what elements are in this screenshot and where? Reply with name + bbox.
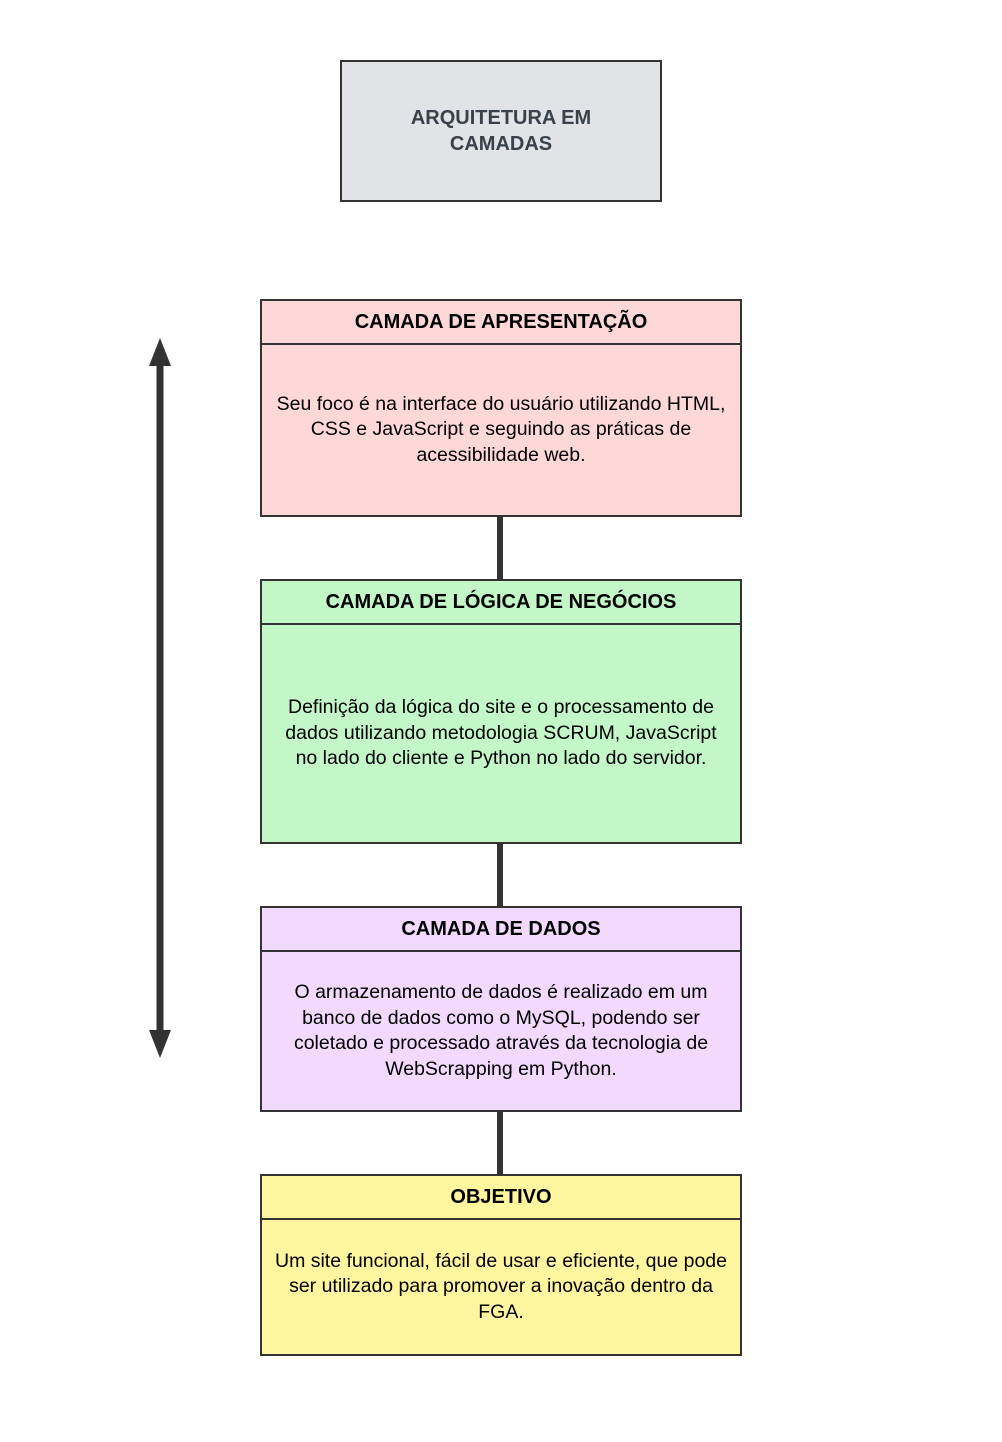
layer-business-logic-header: CAMADA DE LÓGICA DE NEGÓCIOS — [262, 581, 740, 625]
double-arrow-icon — [149, 338, 171, 1058]
diagram-title-box: ARQUITETURA EM CAMADAS — [340, 60, 662, 202]
layer-objective-header: OBJETIVO — [262, 1176, 740, 1220]
layer-presentation-body: Seu foco é na interface do usuário utili… — [276, 392, 726, 466]
layer-objective-body: Um site funcional, fácil de usar e efici… — [274, 1249, 727, 1323]
diagram-title: ARQUITETURA EM CAMADAS — [410, 107, 592, 155]
layer-business-logic-body: Definição da lógica do site e o processa… — [285, 696, 717, 770]
layer-data-header: CAMADA DE DADOS — [262, 908, 740, 952]
layer-objective: OBJETIVO Um site funcional, fácil de usa… — [260, 1174, 742, 1356]
connector-presentation-to-logic — [497, 515, 503, 579]
layer-business-logic: CAMADA DE LÓGICA DE NEGÓCIOS Definição d… — [260, 579, 742, 844]
layer-presentation-header: CAMADA DE APRESENTAÇÃO — [262, 301, 740, 345]
layer-presentation: CAMADA DE APRESENTAÇÃO Seu foco é na int… — [260, 299, 742, 517]
connector-data-to-objective — [497, 1110, 503, 1174]
connector-logic-to-data — [497, 842, 503, 906]
layer-data-body: O armazenamento de dados é realizado em … — [293, 981, 709, 1080]
layer-data: CAMADA DE DADOS O armazenamento de dados… — [260, 906, 742, 1112]
